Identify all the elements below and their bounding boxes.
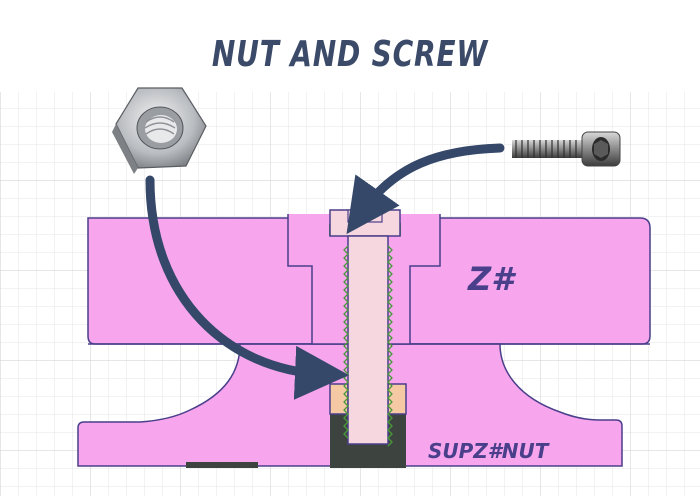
page-title: NUT AND SCREW — [211, 34, 489, 75]
screw-threads-right — [387, 245, 393, 447]
screw-shank — [347, 235, 389, 445]
upper-part-label: Z# — [467, 260, 516, 298]
hex-nut-icon — [112, 87, 207, 174]
screw-arrow — [346, 143, 505, 235]
socket-cap-screw-icon — [512, 131, 621, 167]
nut-arrow — [145, 175, 349, 400]
lower-part-label: SUPZ#NUT — [428, 439, 550, 463]
base-notch — [186, 462, 258, 468]
screw-threads-left — [343, 245, 349, 439]
